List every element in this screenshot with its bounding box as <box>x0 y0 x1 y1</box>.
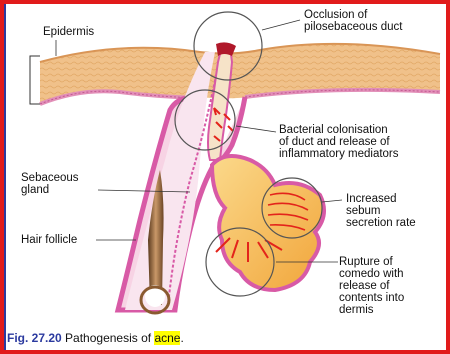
skin-layer <box>40 44 440 104</box>
figure-caption: Fig. 27.20 Pathogenesis of acne. <box>7 331 184 345</box>
label-hair-follicle: Hair follicle <box>21 234 77 246</box>
label-rupture-comedo: Rupture of comedo with release of conten… <box>339 256 404 316</box>
label-occlusion: Occlusion of pilosebaceous duct <box>304 9 402 33</box>
label-sebum-secretion: Increased sebum secretion rate <box>346 193 416 229</box>
sebaceous-gland <box>212 156 324 290</box>
label-sebaceous-gland: Sebaceous gland <box>21 172 79 196</box>
epidermis-bracket <box>30 56 40 104</box>
caption-end: . <box>180 331 183 345</box>
figure-number: Fig. 27.20 <box>7 331 62 345</box>
caption-highlight: acne <box>154 331 180 345</box>
label-epidermis: Epidermis <box>43 26 94 38</box>
caption-text: Pathogenesis of <box>62 331 155 345</box>
label-bacterial-colonisation: Bacterial colonisation of duct and relea… <box>279 124 399 160</box>
